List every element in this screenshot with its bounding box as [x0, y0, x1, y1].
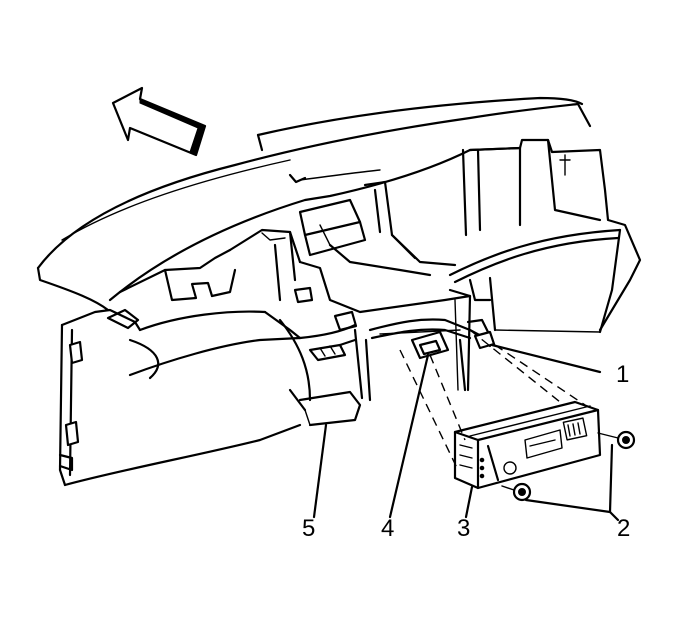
callout-1: 1 — [616, 361, 629, 388]
radio-fasteners — [501, 430, 636, 502]
leader-lines — [312, 343, 620, 522]
installation-guide-lines — [399, 329, 586, 471]
fastener-upper-icon — [597, 430, 636, 450]
callout-2: 2 — [617, 515, 630, 542]
callout-5: 5 — [302, 515, 315, 542]
callout-3: 3 — [457, 515, 470, 542]
instrument-panel — [36, 96, 642, 487]
callout-labels: 1 2 3 4 5 — [302, 361, 630, 542]
radio-wiring-harness — [368, 318, 496, 392]
forward-arrow-icon — [111, 86, 207, 157]
radio-receiver — [453, 400, 602, 490]
callout-4: 4 — [381, 515, 394, 542]
fastener-lower-icon — [501, 482, 532, 502]
